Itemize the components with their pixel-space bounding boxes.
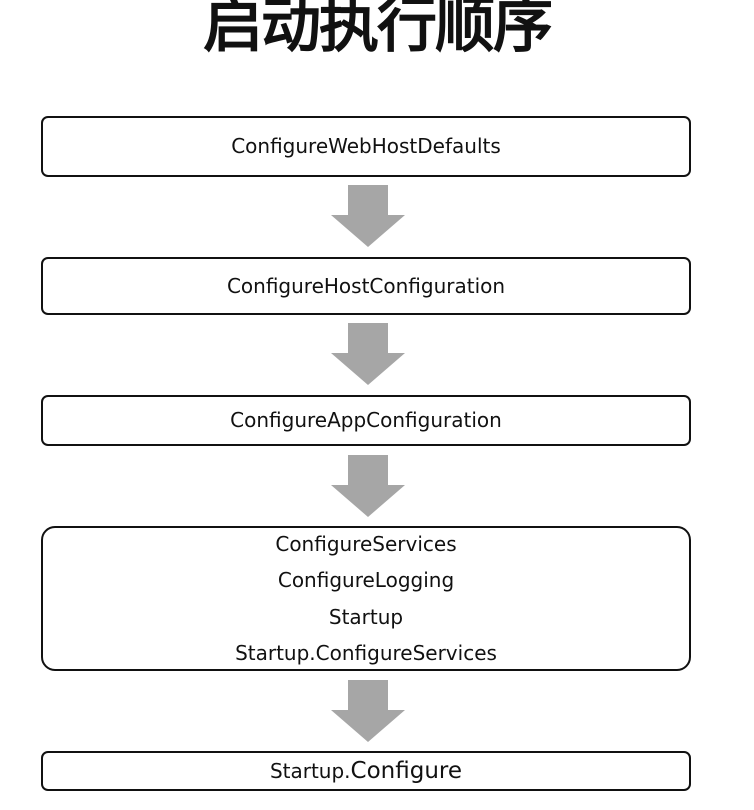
diagram-title: 启动执行顺序 (203, 0, 553, 61)
down-arrow-icon (331, 323, 405, 385)
down-arrow-icon (331, 680, 405, 742)
step-label-prefix: Startup. (269, 759, 351, 783)
down-arrow-icon (331, 455, 405, 517)
step-configure-services-group: ConfigureServices ConfigureLogging Start… (41, 526, 691, 671)
step-configure-app-configuration: ConfigureAppConfiguration (41, 395, 691, 446)
step-label-main: Configure (350, 758, 463, 784)
step-configure-host-configuration: ConfigureHostConfiguration (41, 257, 691, 315)
step-label: Startup.Configure (270, 753, 462, 789)
step-label-startup-configure-services: Startup.ConfigureServices (235, 641, 497, 665)
step-label: ConfigureHostConfiguration (226, 273, 506, 298)
step-label-startup: Startup (328, 604, 404, 629)
step-startup-configure: Startup.Configure (41, 751, 691, 791)
step-label: ConfigureAppConfiguration (230, 408, 502, 433)
step-label-configure-services: ConfigureServices (275, 531, 457, 556)
step-configure-web-host-defaults: ConfigureWebHostDefaults (41, 116, 691, 177)
down-arrow-icon (331, 185, 405, 247)
step-label-configure-logging: ConfigureLogging (277, 568, 455, 592)
step-label: ConfigureWebHostDefaults (231, 134, 501, 159)
